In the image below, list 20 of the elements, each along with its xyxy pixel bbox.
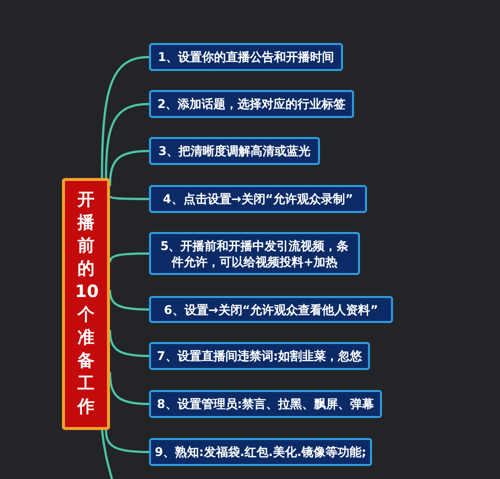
connector-line xyxy=(104,102,150,178)
item-box: 7、设置直播间违禁词:如割韭菜，忽悠 xyxy=(149,342,370,370)
connector-line xyxy=(108,372,150,406)
item-box: 8、设置管理员:禁言、拉黑、飘屏、弹幕 xyxy=(149,390,382,418)
item-box: 4、点击设置→关闭“允许观众录制” xyxy=(149,185,367,213)
connector-line xyxy=(109,195,149,200)
item-box: 1、设置你的直播公告和开播时间 xyxy=(149,43,343,71)
connector-line xyxy=(100,430,114,479)
item-box: 2、添加话题，选择对应的行业标签 xyxy=(149,90,354,118)
item-box: 3、把清晰度调解高清或蓝光 xyxy=(149,137,320,165)
item-box: 6、设置→关闭“允许观众查看他人资料” xyxy=(149,296,393,323)
item-box: 5、开播前和开播中发引流视频，条件允许，可以给视频投料+加热 xyxy=(149,232,360,275)
connector-line xyxy=(104,430,150,454)
connector-line xyxy=(108,330,150,358)
connector-line xyxy=(108,150,150,186)
connector-line xyxy=(108,252,149,262)
topic-box: 开播前的10个准备工作 xyxy=(62,178,110,430)
connector-line xyxy=(100,56,150,178)
connector-line xyxy=(108,290,150,311)
item-box: 9、熟知:发福袋.红包.美化.镜像等功能; xyxy=(149,438,372,466)
